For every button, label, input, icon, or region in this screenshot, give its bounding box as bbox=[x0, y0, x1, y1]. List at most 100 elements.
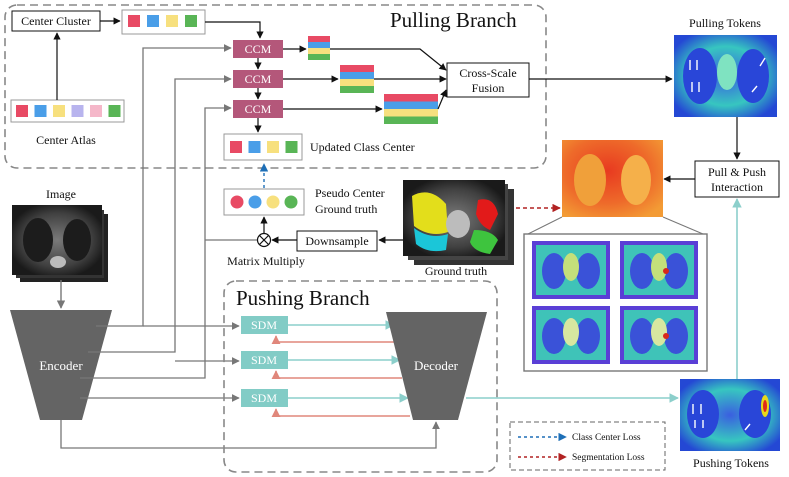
decoder-to-sdm1-feedback bbox=[271, 335, 396, 345]
pulling-tokens-label: Pulling Tokens bbox=[689, 16, 761, 30]
feature-bar bbox=[384, 94, 438, 102]
pushing-tokens-label: Pushing Tokens bbox=[693, 456, 769, 470]
image-label: Image bbox=[46, 187, 76, 201]
pull-push-label-1: Pull & Push bbox=[708, 165, 766, 179]
pushing-branch-title: Pushing Branch bbox=[236, 286, 370, 310]
heatmap-lung-left bbox=[630, 253, 654, 289]
prediction-image bbox=[562, 140, 663, 217]
arrow-stack1-fusion bbox=[330, 48, 447, 71]
heatmap-lung-left bbox=[630, 318, 654, 354]
svg-text:SDM: SDM bbox=[251, 391, 277, 405]
heatmap-heart bbox=[563, 253, 579, 281]
feature-bar bbox=[384, 101, 438, 109]
feature-bar bbox=[308, 36, 330, 42]
encoder-block bbox=[10, 310, 112, 420]
atlas-center-square bbox=[16, 105, 28, 117]
downsample-box bbox=[296, 230, 378, 252]
updated-class-center-label: Updated Class Center bbox=[310, 140, 415, 154]
feature-bar bbox=[384, 116, 438, 124]
cross-scale-label-2: Fusion bbox=[472, 81, 505, 95]
pulling-tokens-image bbox=[674, 35, 777, 117]
decoder-block bbox=[386, 312, 487, 420]
matrix-multiply-cross-b bbox=[259, 235, 269, 245]
pseudo-center-circle bbox=[266, 195, 280, 209]
pseudo-center-circles bbox=[230, 195, 298, 209]
feature-bar bbox=[308, 54, 330, 60]
callout-line-left bbox=[527, 216, 563, 235]
center-atlas-squares bbox=[16, 105, 121, 117]
heatmap-lung-right bbox=[664, 318, 688, 354]
atlas-center-square bbox=[90, 105, 102, 117]
heatmap-heart bbox=[651, 253, 667, 281]
sdm-block-3: SDM bbox=[241, 389, 288, 407]
cross-scale-fusion-box bbox=[446, 62, 530, 98]
legend-class-center-text: Class Center Loss bbox=[572, 433, 641, 443]
feature-bar bbox=[340, 72, 374, 79]
updated-center-square bbox=[285, 141, 298, 153]
cluster-center-square bbox=[185, 15, 197, 27]
arrow-centers-to-ccm bbox=[205, 21, 264, 39]
svg-text:SDM: SDM bbox=[251, 318, 277, 332]
feature-bar bbox=[340, 65, 374, 72]
heatmap-hotspot bbox=[663, 268, 669, 274]
heatmap-lung-left bbox=[542, 253, 566, 289]
pushing-arrow-icons bbox=[692, 404, 751, 431]
atlas-center-square bbox=[53, 105, 65, 117]
pulling-arrow-icons bbox=[689, 57, 766, 93]
pulling-branch-region bbox=[4, 4, 547, 169]
enc-skip-to-decoder bbox=[60, 420, 440, 449]
encoder-label: Encoder bbox=[39, 358, 83, 373]
cluster-center-square bbox=[166, 15, 178, 27]
callout-line-right bbox=[662, 216, 704, 235]
svg-text:SDM: SDM bbox=[251, 353, 277, 367]
updated-center-square bbox=[230, 141, 242, 153]
ground-truth-label: Ground truth bbox=[425, 264, 487, 278]
svg-text:CCM: CCM bbox=[245, 102, 272, 116]
center-cluster-label: Center Cluster bbox=[21, 14, 91, 28]
heatmap-lung-right bbox=[664, 253, 688, 289]
feature-bar bbox=[384, 109, 438, 117]
heatmap-hotspot bbox=[663, 333, 669, 339]
pseudo-center-label-1: Pseudo Center bbox=[315, 186, 385, 200]
heatmap-heart bbox=[651, 318, 667, 346]
enc-line-to-ccm2 bbox=[88, 75, 232, 353]
cross-scale-label-1: Cross-Scale bbox=[459, 66, 516, 80]
enc-line-to-ccm1 bbox=[96, 44, 232, 327]
svg-text:CCM: CCM bbox=[245, 42, 272, 56]
pushing-tokens-image bbox=[680, 379, 780, 451]
feature-bar bbox=[308, 48, 330, 54]
pull-push-label-2: Interaction bbox=[711, 180, 763, 194]
feature-stack-medium bbox=[340, 65, 374, 93]
arrow-stack3-fusion bbox=[437, 89, 447, 110]
enc-line-to-ccm3 bbox=[80, 104, 232, 379]
clustered-centers bbox=[128, 15, 197, 27]
updated-class-center-squares bbox=[230, 141, 298, 153]
ground-truth-image bbox=[403, 180, 514, 265]
atlas-center-square bbox=[108, 105, 121, 117]
pseudo-center-label-2: Ground truth bbox=[315, 202, 377, 216]
cluster-center-square bbox=[147, 15, 159, 27]
pull-push-interaction-box bbox=[694, 160, 780, 198]
ccm-block-3: CCM bbox=[233, 100, 283, 118]
pulling-branch-title: Pulling Branch bbox=[390, 8, 517, 32]
heatmap-heart bbox=[563, 318, 579, 346]
atlas-center-square bbox=[34, 105, 47, 117]
input-ct-image bbox=[12, 205, 108, 282]
pushing-branch-region bbox=[223, 280, 498, 473]
sdm-block-1: SDM bbox=[241, 316, 288, 334]
feature-stack-large bbox=[384, 94, 438, 124]
svg-text:CCM: CCM bbox=[245, 72, 272, 86]
heatmap-panels bbox=[532, 241, 698, 364]
ccm-block-1: CCM bbox=[233, 40, 283, 58]
downsample-label: Downsample bbox=[305, 234, 368, 248]
atlas-center-square bbox=[71, 105, 84, 117]
feature-bar bbox=[340, 79, 374, 86]
heatmap-lung-right bbox=[576, 318, 600, 354]
matrix-multiply-label: Matrix Multiply bbox=[227, 254, 305, 268]
heatmap-lung-left bbox=[542, 318, 566, 354]
ccm-block-2: CCM bbox=[233, 70, 283, 88]
feature-bar bbox=[340, 86, 374, 93]
legend-box bbox=[509, 421, 666, 471]
updated-center-square bbox=[248, 141, 261, 153]
sdm-block-2: SDM bbox=[241, 351, 288, 369]
